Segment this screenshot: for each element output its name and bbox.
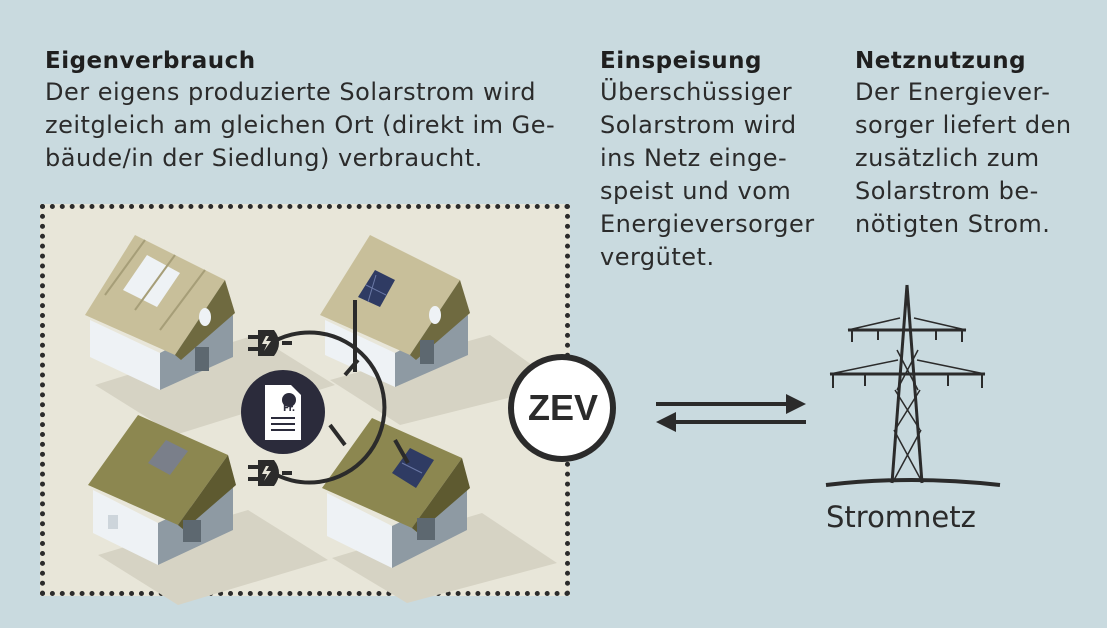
bidirectional-arrows-icon [656, 394, 806, 432]
zev-label: ZEV [527, 387, 598, 428]
house-icon [85, 235, 335, 435]
section-netznutzung: Netznutzung Der Energiever- sorger liefe… [855, 46, 1095, 241]
solar-panel-icon [392, 448, 434, 488]
section-eigenverbrauch: Eigenverbrauch Der eigens produzierte So… [45, 46, 565, 175]
grid-label: Stromnetz [826, 500, 976, 534]
zev-circle [508, 354, 616, 462]
eigenverbrauch-title: Eigenverbrauch [45, 48, 256, 74]
netznutzung-title: Netznutzung [855, 48, 1027, 74]
einspeisung-text: Überschüssiger Solarstrom wird ins Netz … [600, 78, 815, 271]
house-icon [322, 418, 557, 603]
plug-icon [248, 460, 292, 486]
netznutzung-text: Der Energiever- sorger liefert den zusät… [855, 78, 1072, 238]
house-icon [88, 415, 328, 605]
einspeisung-title: Einspeisung [600, 48, 763, 74]
power-pylon-icon [825, 284, 1001, 487]
section-einspeisung: Einspeisung Überschüssiger Solarstrom wi… [600, 46, 830, 274]
solar-panel-icon [358, 270, 395, 307]
document-mark: Fr. [283, 404, 296, 414]
eigenverbrauch-text: Der eigens produzierte Solarstrom wird z… [45, 78, 556, 172]
document-icon [241, 370, 325, 454]
plug-icon [248, 330, 292, 356]
